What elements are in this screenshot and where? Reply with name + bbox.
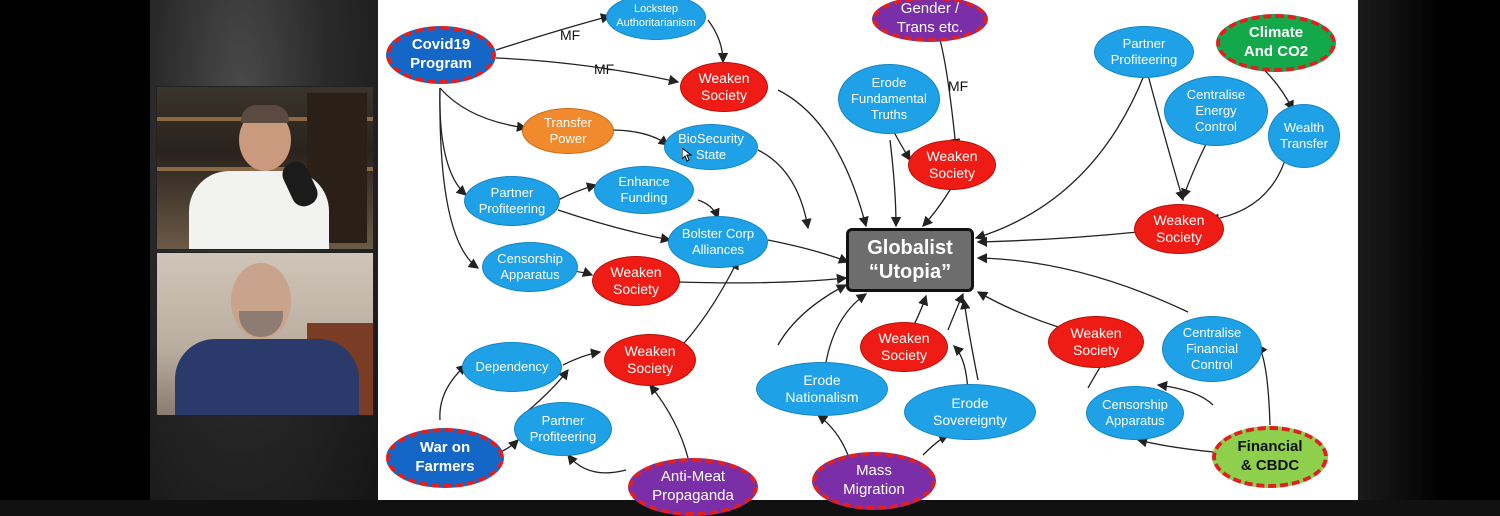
partner-profiteering-node-1: Partner Profiteering — [464, 176, 560, 226]
transfer-power-node: Transfer Power — [522, 108, 614, 154]
weaken-society-node: Weaken Society — [908, 140, 996, 190]
participant-video-2[interactable] — [156, 252, 374, 416]
mouse-cursor-icon — [682, 148, 692, 162]
edge-label-mf: MF — [948, 78, 969, 94]
edge-label-mf: MF — [594, 61, 615, 77]
partner-profiteering-node-2: Partner Profiteering — [1094, 26, 1194, 78]
weaken-society-node: Weaken Society — [1134, 204, 1224, 254]
mass-migration-node: Mass Migration — [812, 452, 936, 510]
dependency-node: Dependency — [462, 342, 562, 392]
bolster-corp-alliances-node: Bolster Corp Alliances — [668, 216, 768, 268]
biosecurity-state-node: BioSecurity State — [664, 124, 758, 170]
partner-profiteering-node-3: Partner Profiteering — [514, 402, 612, 456]
weaken-society-node: Weaken Society — [604, 334, 696, 386]
shared-slide-diagram: Covid19 Program Gender / Trans etc. Clim… — [378, 0, 1358, 516]
centralise-energy-control-node: Centralise Energy Control — [1164, 76, 1268, 146]
weaken-society-node: Weaken Society — [680, 62, 768, 112]
lockstep-authoritarianism-node: Lockstep Authoritarianism — [606, 0, 706, 40]
letterbox-left — [0, 0, 150, 500]
war-on-farmers-node: War on Farmers — [386, 428, 504, 488]
participant-shirt — [175, 339, 359, 415]
censorship-apparatus-node-1: Censorship Apparatus — [482, 242, 578, 292]
weaken-society-node: Weaken Society — [592, 256, 680, 306]
gender-trans-node: Gender / Trans etc. — [872, 0, 988, 42]
video-call-background — [150, 0, 378, 500]
participant-video-1[interactable] — [156, 86, 374, 250]
wealth-transfer-node: Wealth Transfer — [1268, 104, 1340, 168]
participant-hair — [241, 105, 289, 123]
enhance-funding-node: Enhance Funding — [594, 166, 694, 214]
climate-co2-node: Climate And CO2 — [1216, 14, 1336, 72]
weaken-society-node: Weaken Society — [1048, 316, 1144, 368]
weaken-society-node: Weaken Society — [860, 322, 948, 372]
centralise-financial-control-node: Centralise Financial Control — [1162, 316, 1262, 382]
erode-sovereignty-node: Erode Sovereignty — [904, 384, 1036, 440]
financial-cbdc-node: Financial & CBDC — [1212, 426, 1328, 488]
globalist-utopia-node: Globalist “Utopia” — [846, 228, 974, 292]
covid19-program-node: Covid19 Program — [386, 26, 496, 84]
erode-nationalism-node: Erode Nationalism — [756, 362, 888, 416]
censorship-apparatus-node-2: Censorship Apparatus — [1086, 386, 1184, 440]
letterbox-right — [1358, 0, 1500, 500]
edge-label-mf: MF — [560, 27, 581, 43]
anti-meat-propaganda-node: Anti-Meat Propaganda — [628, 458, 758, 516]
erode-fundamental-truths-node: Erode Fundamental Truths — [838, 64, 940, 134]
